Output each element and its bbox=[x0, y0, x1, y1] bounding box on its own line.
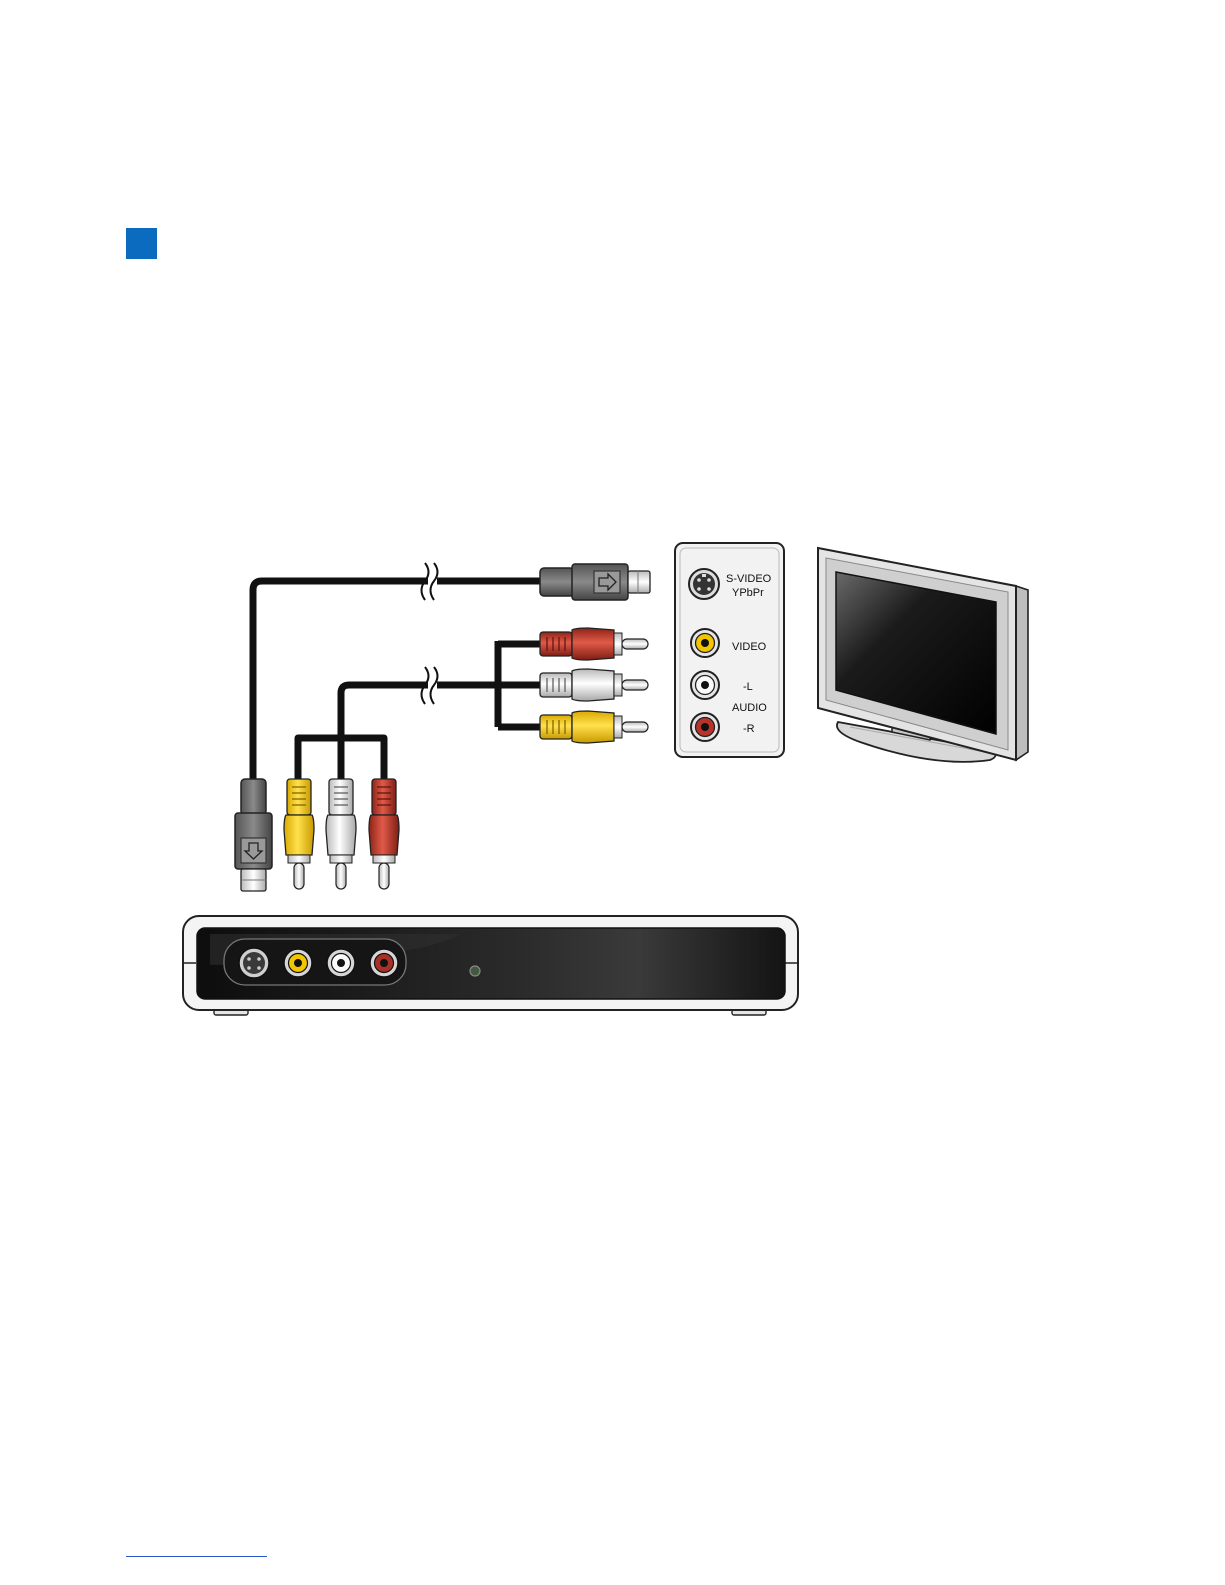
svideo-jack bbox=[689, 569, 719, 599]
device-icon bbox=[183, 916, 798, 1015]
rca-yellow-connector-horizontal bbox=[540, 711, 648, 743]
rca-white-connector-horizontal bbox=[540, 669, 648, 701]
ypbpr-label: YPbPr bbox=[732, 587, 764, 599]
svideo-label: S-VIDEO bbox=[726, 573, 772, 585]
tv-icon bbox=[818, 548, 1028, 762]
tv-input-panel: S-VIDEO YPbPr VIDEO -L AUDIO -R bbox=[675, 543, 784, 757]
audio-left-label: -L bbox=[743, 681, 753, 693]
footer-rule bbox=[126, 1556, 267, 1557]
video-jack bbox=[691, 629, 719, 657]
audio-right-label: -R bbox=[743, 723, 755, 735]
rca-yellow-connector-vertical bbox=[284, 779, 314, 889]
device-audio-left-port bbox=[327, 949, 355, 977]
svideo-connector-horizontal bbox=[540, 564, 650, 600]
rca-white-connector-vertical bbox=[326, 779, 356, 889]
audio-left-jack bbox=[691, 671, 719, 699]
device-video-port bbox=[284, 949, 312, 977]
video-label: VIDEO bbox=[732, 641, 767, 653]
svideo-connector-vertical bbox=[235, 779, 272, 891]
audio-label: AUDIO bbox=[732, 702, 767, 714]
cables bbox=[253, 581, 541, 780]
rca-red-connector-horizontal bbox=[540, 628, 648, 660]
rca-red-connector-vertical bbox=[369, 779, 399, 889]
device-led-indicator bbox=[470, 966, 480, 976]
device-svideo-port bbox=[239, 948, 269, 978]
device-audio-right-port bbox=[370, 949, 398, 977]
audio-right-jack bbox=[691, 713, 719, 741]
